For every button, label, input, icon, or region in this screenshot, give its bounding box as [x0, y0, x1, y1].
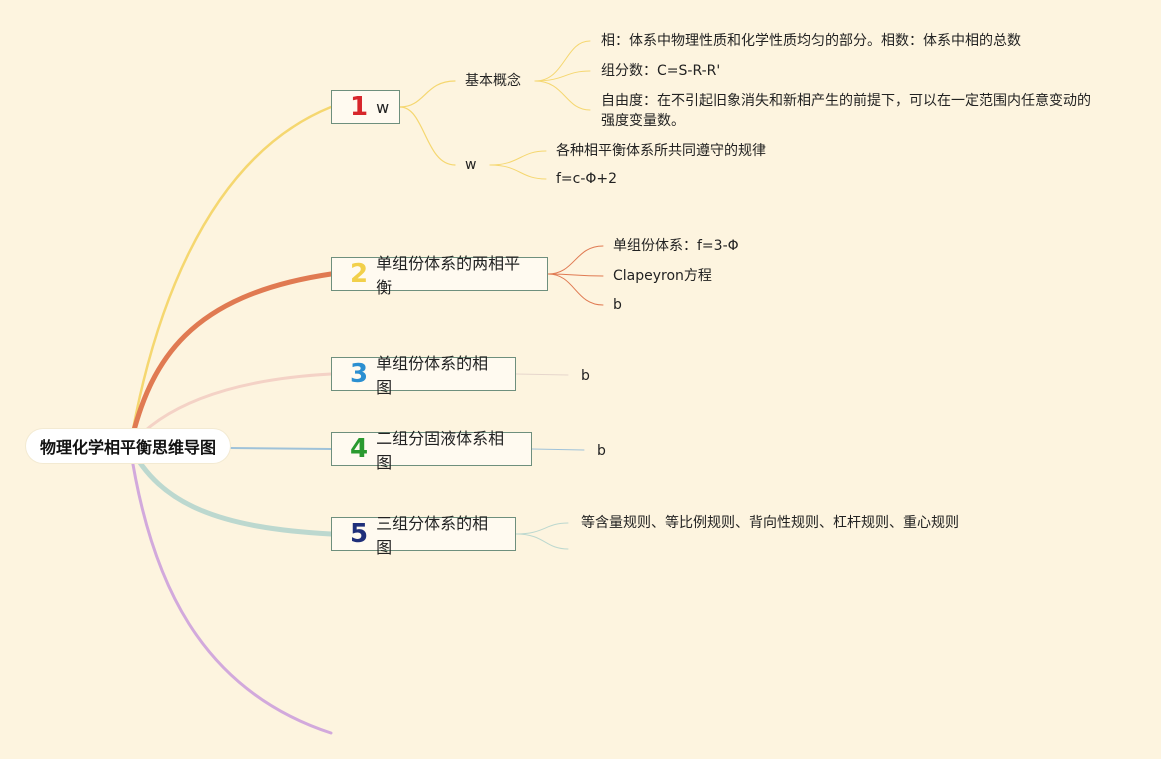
branch-2-item-1-connector	[547, 245, 604, 275]
basic-concept-item-components[interactable]: 组分数：C=S-R-R'	[601, 63, 721, 79]
branch-2-item-2-connector	[547, 273, 604, 277]
branch-3-node[interactable]: 3 单组份体系的相图	[331, 354, 516, 397]
branch-5-node[interactable]: 5 三组分体系的相图	[331, 514, 516, 557]
branch-2-item-3[interactable]: b	[613, 297, 622, 313]
root-node[interactable]: 物理化学相平衡思维导图	[26, 429, 230, 463]
branch-4-number: 4	[350, 434, 369, 464]
branch-4-connector	[229, 447, 332, 450]
freedom-item-connector	[534, 80, 591, 111]
branch-2-title: 单组份体系的两相平衡	[376, 254, 521, 297]
topic-w[interactable]: w	[465, 157, 477, 173]
branch-4-title: 二组分固液体系相图	[376, 429, 505, 472]
phase-item-connector	[534, 40, 591, 82]
branch-5-number: 5	[350, 519, 369, 549]
branch-4-item-1[interactable]: b	[597, 443, 606, 459]
topic-basic-concepts[interactable]: 基本概念	[465, 73, 521, 89]
branch-2-item-1[interactable]: 单组份体系：f=3-Φ	[613, 238, 739, 254]
branch-1-connector	[128, 105, 333, 448]
branch-3-title: 单组份体系的相图	[376, 354, 489, 397]
topic-basic-concepts-connector	[399, 80, 456, 108]
branch-2-node[interactable]: 2 单组份体系的两相平衡	[331, 254, 548, 297]
branch-2-number: 2	[350, 259, 369, 289]
branch-5-connector	[127, 443, 334, 537]
phase-rule-item-connector	[489, 164, 547, 180]
topic-w-connector	[399, 106, 456, 166]
branch-5-item-2-connector	[515, 533, 569, 550]
branch-3-item-1[interactable]: b	[581, 368, 590, 384]
branch-1-node[interactable]: 1 w	[331, 90, 400, 124]
branch-2-item-2[interactable]: Clapeyron方程	[613, 268, 712, 284]
branch-5-title: 三组分体系的相图	[376, 514, 489, 557]
root-title: 物理化学相平衡思维导图	[39, 438, 216, 457]
branch-5-item-1-connector	[515, 522, 569, 535]
branch-1-title: w	[376, 97, 390, 117]
branch-1-number: 1	[350, 92, 369, 122]
branch-2-connector	[127, 271, 334, 449]
basic-concept-item-phase[interactable]: 相：体系中物理性质和化学性质均匀的部分。相数：体系中相的总数	[601, 33, 1021, 49]
w-item-phase-rule[interactable]: f=c-Φ+2	[556, 171, 618, 187]
w-item-rules[interactable]: 各种相平衡体系所共同遵守的规律	[556, 143, 766, 159]
branch-2-item-3-connector	[547, 273, 604, 306]
basic-concept-item-freedom[interactable]: 自由度：在不引起旧象消失和新相产生的前提下，可以在一定范围内任意变动的强度变量数…	[601, 93, 1091, 129]
branch-4-node[interactable]: 4 二组分固液体系相图	[331, 429, 532, 472]
branch-3-item-connector	[515, 373, 569, 376]
components-item-connector	[534, 70, 591, 82]
extra-branch-connector	[128, 444, 333, 735]
branch-5-item-1[interactable]: 等含量规则、等比例规则、背向性规则、杠杆规则、重心规则	[581, 515, 959, 531]
branch-3-number: 3	[350, 359, 369, 389]
branch-4-item-connector	[531, 448, 585, 451]
rules-item-connector	[489, 150, 547, 166]
